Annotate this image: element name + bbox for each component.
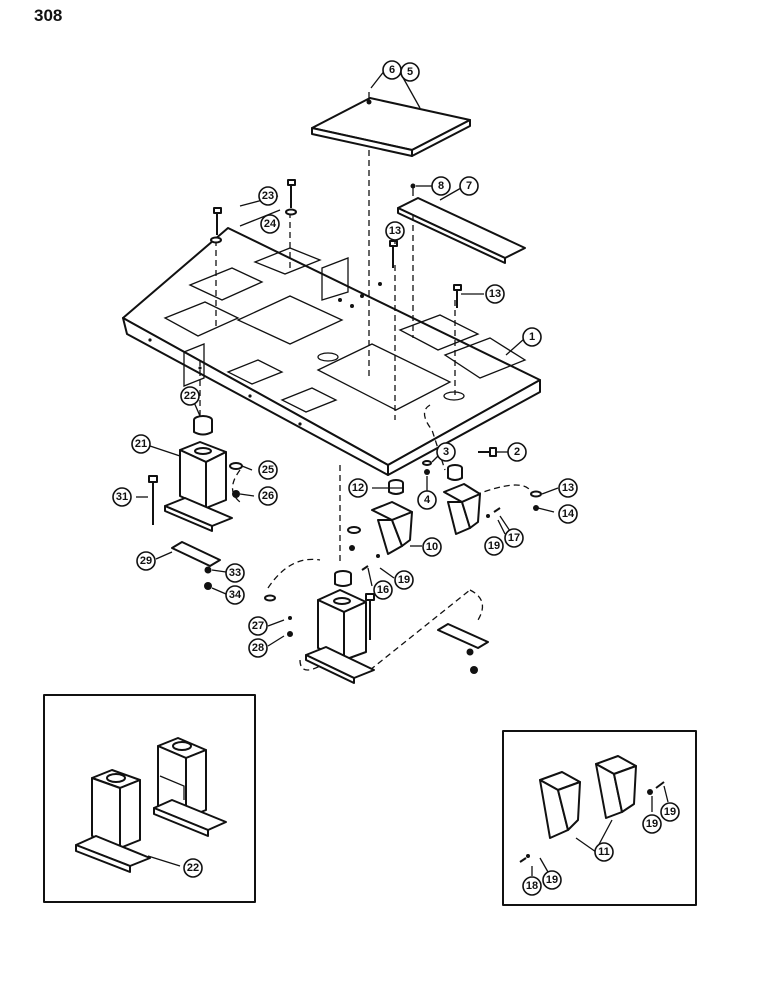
- callout-34: 34: [225, 585, 245, 605]
- leader-lines: [136, 69, 669, 876]
- svg-text:27: 27: [252, 620, 264, 632]
- svg-text:13: 13: [489, 288, 501, 300]
- svg-text:11: 11: [598, 846, 610, 858]
- callout-23: 22: [180, 386, 200, 406]
- svg-text:21: 21: [135, 438, 147, 450]
- callout-29: 28: [248, 638, 268, 658]
- svg-text:10: 10: [426, 541, 438, 553]
- svg-text:29: 29: [140, 555, 152, 567]
- svg-text:5: 5: [407, 66, 413, 78]
- svg-text:24: 24: [264, 218, 277, 230]
- page-number: 308: [34, 6, 63, 25]
- callout-7: 7: [459, 176, 479, 196]
- callout-20d: 19: [542, 870, 562, 890]
- callout-32: 31: [112, 487, 132, 507]
- svg-text:14: 14: [562, 508, 575, 520]
- svg-text:12: 12: [352, 482, 364, 494]
- svg-text:18: 18: [526, 880, 538, 892]
- svg-text:13: 13: [562, 482, 574, 494]
- svg-text:7: 7: [466, 180, 472, 192]
- callout-16: 16: [373, 580, 393, 600]
- callout-20b: 19: [394, 570, 414, 590]
- inset-support-blocks: [43, 694, 256, 903]
- callout-18: 18: [522, 876, 542, 896]
- callout-11: 11: [594, 842, 614, 862]
- callout-3: 3: [436, 442, 456, 462]
- svg-text:4: 4: [424, 494, 431, 506]
- callout-20a: 19: [484, 536, 504, 556]
- svg-text:6: 6: [389, 64, 395, 76]
- svg-text:19: 19: [664, 806, 676, 818]
- callout-19: 19: [660, 802, 680, 822]
- main-platform: [122, 227, 541, 476]
- svg-text:33: 33: [229, 567, 241, 579]
- callout-31: 29: [136, 551, 156, 571]
- callout-13a: 13: [385, 221, 405, 241]
- svg-text:19: 19: [646, 818, 658, 830]
- svg-text:26: 26: [262, 490, 274, 502]
- callout-15: 14: [558, 504, 578, 524]
- svg-text:16: 16: [377, 584, 389, 596]
- callout-24: 23: [258, 186, 278, 206]
- right-support-block: [264, 570, 489, 684]
- callout-28: 27: [248, 616, 268, 636]
- callout-20c: 19: [642, 814, 662, 834]
- svg-text:34: 34: [229, 589, 242, 601]
- callout-8: 8: [431, 176, 451, 196]
- callout-13b: 13: [485, 284, 505, 304]
- callout-6: 6: [382, 60, 402, 80]
- svg-text:19: 19: [546, 874, 558, 886]
- svg-text:3: 3: [443, 446, 449, 458]
- long-cover-plate: [397, 183, 526, 264]
- svg-text:28: 28: [252, 642, 264, 654]
- callout-33: 33: [225, 563, 245, 583]
- callout-25: 24: [260, 214, 280, 234]
- svg-text:1: 1: [529, 331, 535, 343]
- svg-text:19: 19: [488, 540, 500, 552]
- callout-22: 22: [183, 858, 203, 878]
- left-support-block: [148, 415, 243, 590]
- callout-12: 12: [348, 478, 368, 498]
- svg-text:2: 2: [514, 446, 520, 458]
- svg-text:23: 23: [262, 190, 274, 202]
- cover-plate: [311, 92, 471, 157]
- svg-text:31: 31: [116, 491, 128, 503]
- callout-10: 10: [422, 537, 442, 557]
- callout-17: 17: [504, 528, 524, 548]
- callout-labels: 6 5 8 7 23 24 13 13 1 22 21 25 26 31 29 …: [112, 60, 680, 896]
- svg-text:13: 13: [389, 225, 401, 237]
- callout-1: 1: [522, 327, 542, 347]
- callout-4: 4: [417, 490, 437, 510]
- callout-5: 5: [400, 62, 420, 82]
- assembly-lines: [199, 150, 531, 671]
- svg-text:22: 22: [184, 390, 196, 402]
- center-brackets: [347, 483, 542, 571]
- callout-27: 26: [258, 486, 278, 506]
- svg-text:25: 25: [262, 464, 274, 476]
- svg-text:17: 17: [508, 532, 520, 544]
- callout-21: 21: [131, 434, 151, 454]
- center-isolators: [388, 460, 463, 495]
- svg-text:22: 22: [187, 862, 199, 874]
- bolts: [210, 179, 497, 457]
- svg-text:8: 8: [438, 180, 444, 192]
- svg-text:19: 19: [398, 574, 410, 586]
- callout-14: 13: [558, 478, 578, 498]
- callout-2: 2: [507, 442, 527, 462]
- callout-26: 25: [258, 460, 278, 480]
